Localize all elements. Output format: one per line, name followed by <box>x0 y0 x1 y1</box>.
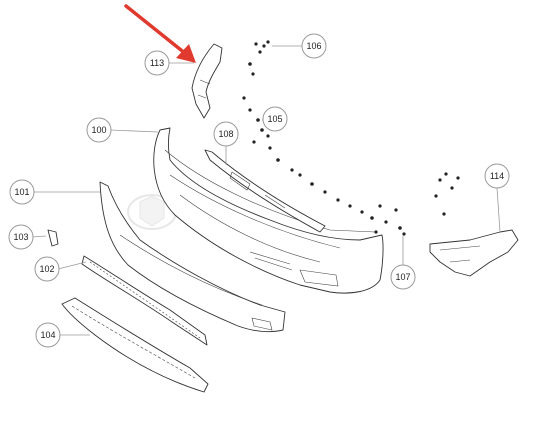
callout-107: 107 <box>390 264 416 290</box>
callout-103: 103 <box>8 224 34 250</box>
callout-label-100: 100 <box>91 125 106 135</box>
callout-100: 100 <box>86 117 112 143</box>
callout-label-107: 107 <box>395 272 410 282</box>
callout-label-108: 108 <box>218 129 233 139</box>
part-103-hook-cover <box>47 229 59 247</box>
part-101-lower-section <box>99 181 286 333</box>
part-114-right-bracket <box>429 229 519 277</box>
callout-105: 105 <box>262 106 288 132</box>
callout-label-101: 101 <box>14 187 29 197</box>
callout-102: 102 <box>34 256 60 282</box>
callout-label-113: 113 <box>150 58 164 68</box>
callout-101: 101 <box>9 179 35 205</box>
callout-label-106: 106 <box>306 41 321 51</box>
callout-108: 108 <box>213 121 239 147</box>
callout-113: 113 <box>144 50 170 76</box>
part-102-lower-grille <box>81 255 208 346</box>
part-113-side-bracket <box>191 43 223 119</box>
callout-114: 114 <box>484 163 510 189</box>
clips-scatter <box>242 40 460 236</box>
leader-lines <box>31 45 501 336</box>
part-100-bumper-cover <box>153 127 384 294</box>
callout-106: 106 <box>301 33 327 59</box>
part-104-skid-plate <box>61 297 209 393</box>
callout-label-105: 105 <box>267 114 282 124</box>
callout-label-103: 103 <box>13 232 28 242</box>
red-pointer-arrow <box>124 4 196 63</box>
callout-104: 104 <box>35 322 61 348</box>
part-108-upper-strip <box>204 149 326 233</box>
callout-label-114: 114 <box>490 171 504 181</box>
callout-label-102: 102 <box>39 264 54 274</box>
callout-label-104: 104 <box>40 330 55 340</box>
